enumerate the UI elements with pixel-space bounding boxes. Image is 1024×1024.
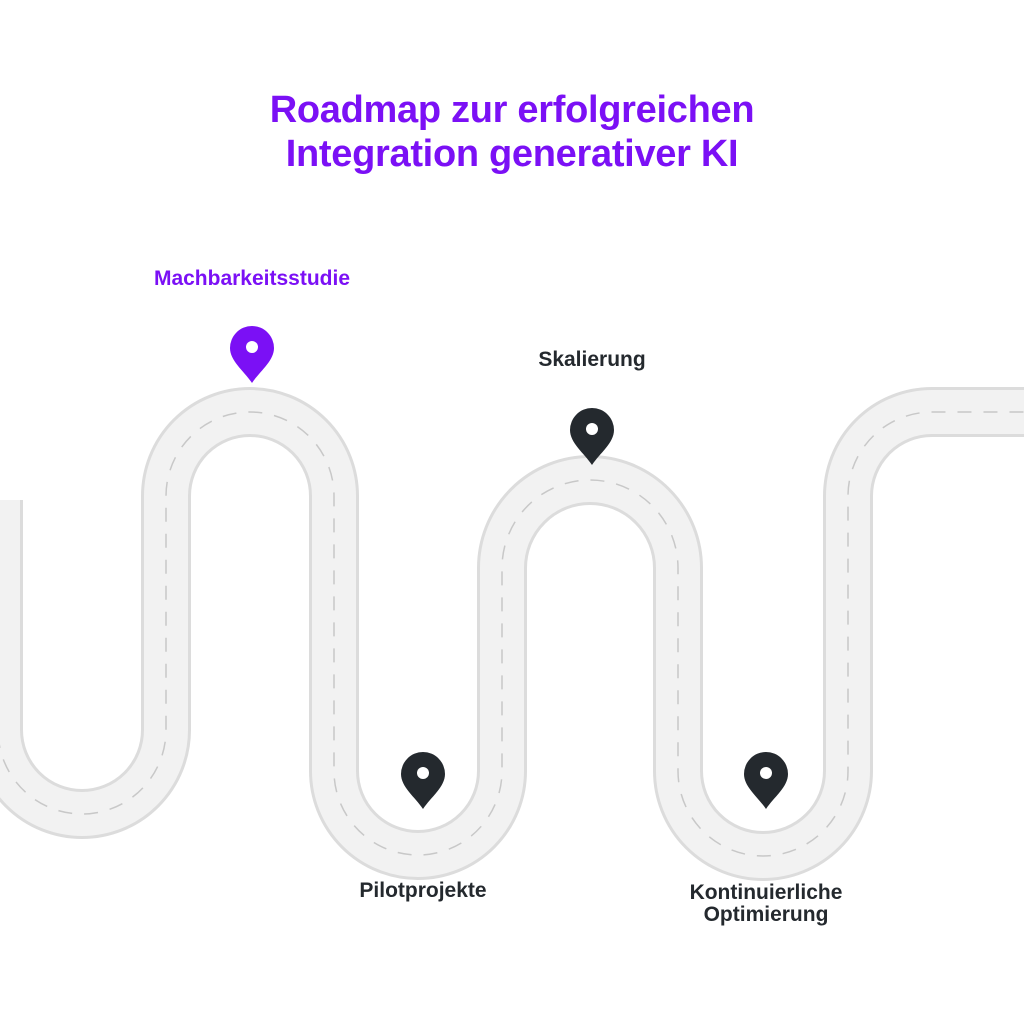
map-pin-icon [230,326,274,383]
milestone-label-line-1: Kontinuierliche [689,881,843,904]
milestone-label-pilotprojekte: Pilotprojekte [359,879,487,902]
map-pin-icon [570,408,614,465]
title-line-1: Roadmap zur erfolgreichen [269,89,755,131]
page-title: Roadmap zur erfolgreichen Integration ge… [0,88,1024,176]
road-surface [0,390,1024,878]
milestone-label-skalierung: Skalierung [538,348,646,371]
milestone-label-machbarkeitsstudie: Machbarkeitsstudie [153,267,351,290]
milestone-label-line-2: Optimierung [703,903,829,926]
map-pin-icon [744,752,788,809]
map-pin-icon [401,752,445,809]
title-line-2: Integration generativer KI [285,133,739,175]
